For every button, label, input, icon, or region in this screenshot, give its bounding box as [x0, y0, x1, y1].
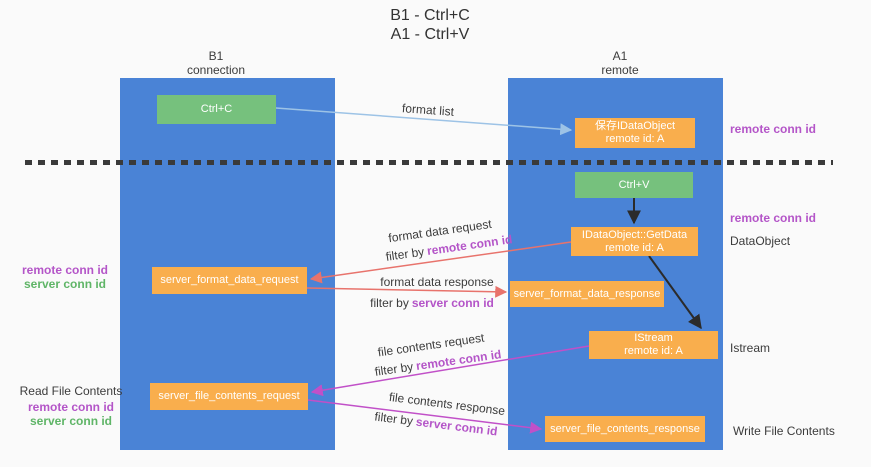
save-idataobject-line1: 保存IDataObject — [594, 120, 676, 132]
remote-conn-id-annotation: remote conn id — [21, 263, 108, 277]
filter-by-text: filter by — [373, 409, 414, 429]
istream-line1: IStream — [634, 332, 673, 344]
node-server-format-data-request: server_format_data_request — [152, 267, 307, 294]
lane-header-b1: B1 connection — [187, 49, 245, 77]
lane-header-a1: A1 remote — [601, 49, 638, 77]
server-conn-id-highlight: server conn id — [411, 296, 494, 310]
label-format-list: format list — [401, 101, 455, 119]
write-file-contents-label: Write File Contents — [733, 424, 835, 438]
node-ctrl-v: Ctrl+V — [575, 172, 693, 198]
lane-b1-name: B1 — [208, 49, 224, 63]
dashed-divider — [25, 160, 833, 165]
server-conn-id-highlight: server conn id — [415, 414, 499, 439]
diagram-title: B1 - Ctrl+C A1 - Ctrl+V — [390, 6, 470, 44]
filter-by-text: filter by — [373, 359, 415, 379]
istream-annotation: Istream — [730, 341, 771, 355]
left-read-file-contents-block: Read File Contents remote conn id server… — [10, 384, 132, 428]
format-request-label: server_format_data_request — [160, 274, 299, 286]
getdata-line2: remote id: A — [605, 241, 664, 254]
ctrl-c-label: Ctrl+C — [200, 103, 233, 115]
title-line-1: B1 - Ctrl+C — [390, 7, 470, 24]
node-ctrl-c: Ctrl+C — [157, 95, 276, 124]
lane-a1-name: A1 — [612, 49, 628, 63]
remote-conn-id-annotation: remote conn id — [730, 211, 817, 225]
node-server-format-data-response: server_format_data_response — [510, 281, 664, 307]
format-response-label: server_format_data_response — [513, 287, 661, 300]
label-format-data-response: format data response — [380, 275, 494, 289]
node-save-idataobject: 保存IDataObject remote id: A — [575, 118, 695, 148]
ctrl-v-label: Ctrl+V — [618, 178, 650, 191]
dataobject-annotation: DataObject — [730, 234, 791, 248]
remote-conn-id-annotation: remote conn id — [730, 122, 817, 136]
filter-by-text: filter by — [384, 244, 426, 264]
server-conn-id-annotation: server conn id — [29, 414, 113, 428]
title-line-2: A1 - Ctrl+V — [390, 26, 470, 43]
istream-line2: remote id: A — [624, 345, 683, 357]
node-server-file-contents-response: server_file_contents_response — [545, 416, 705, 442]
lane-b1-role: connection — [186, 63, 246, 77]
node-istream: IStream remote id: A — [589, 331, 718, 359]
lane-a1-role: remote — [601, 63, 639, 77]
read-file-contents-label: Read File Contents — [19, 384, 123, 398]
remote-conn-id-annotation: remote conn id — [27, 400, 114, 414]
file-response-label: server_file_contents_response — [550, 422, 700, 435]
file-request-label: server_file_contents_request — [158, 390, 300, 402]
filter-by-text: filter by — [370, 296, 409, 310]
node-server-file-contents-request: server_file_contents_request — [150, 383, 308, 410]
left-conn-ids-upper: remote conn id server conn id — [5, 263, 125, 291]
getdata-line1: IDataObject::GetData — [581, 228, 688, 241]
server-conn-id-annotation: server conn id — [23, 277, 107, 291]
save-idataobject-line2: remote id: A — [605, 133, 665, 145]
node-idataobject-getdata: IDataObject::GetData remote id: A — [571, 227, 698, 256]
